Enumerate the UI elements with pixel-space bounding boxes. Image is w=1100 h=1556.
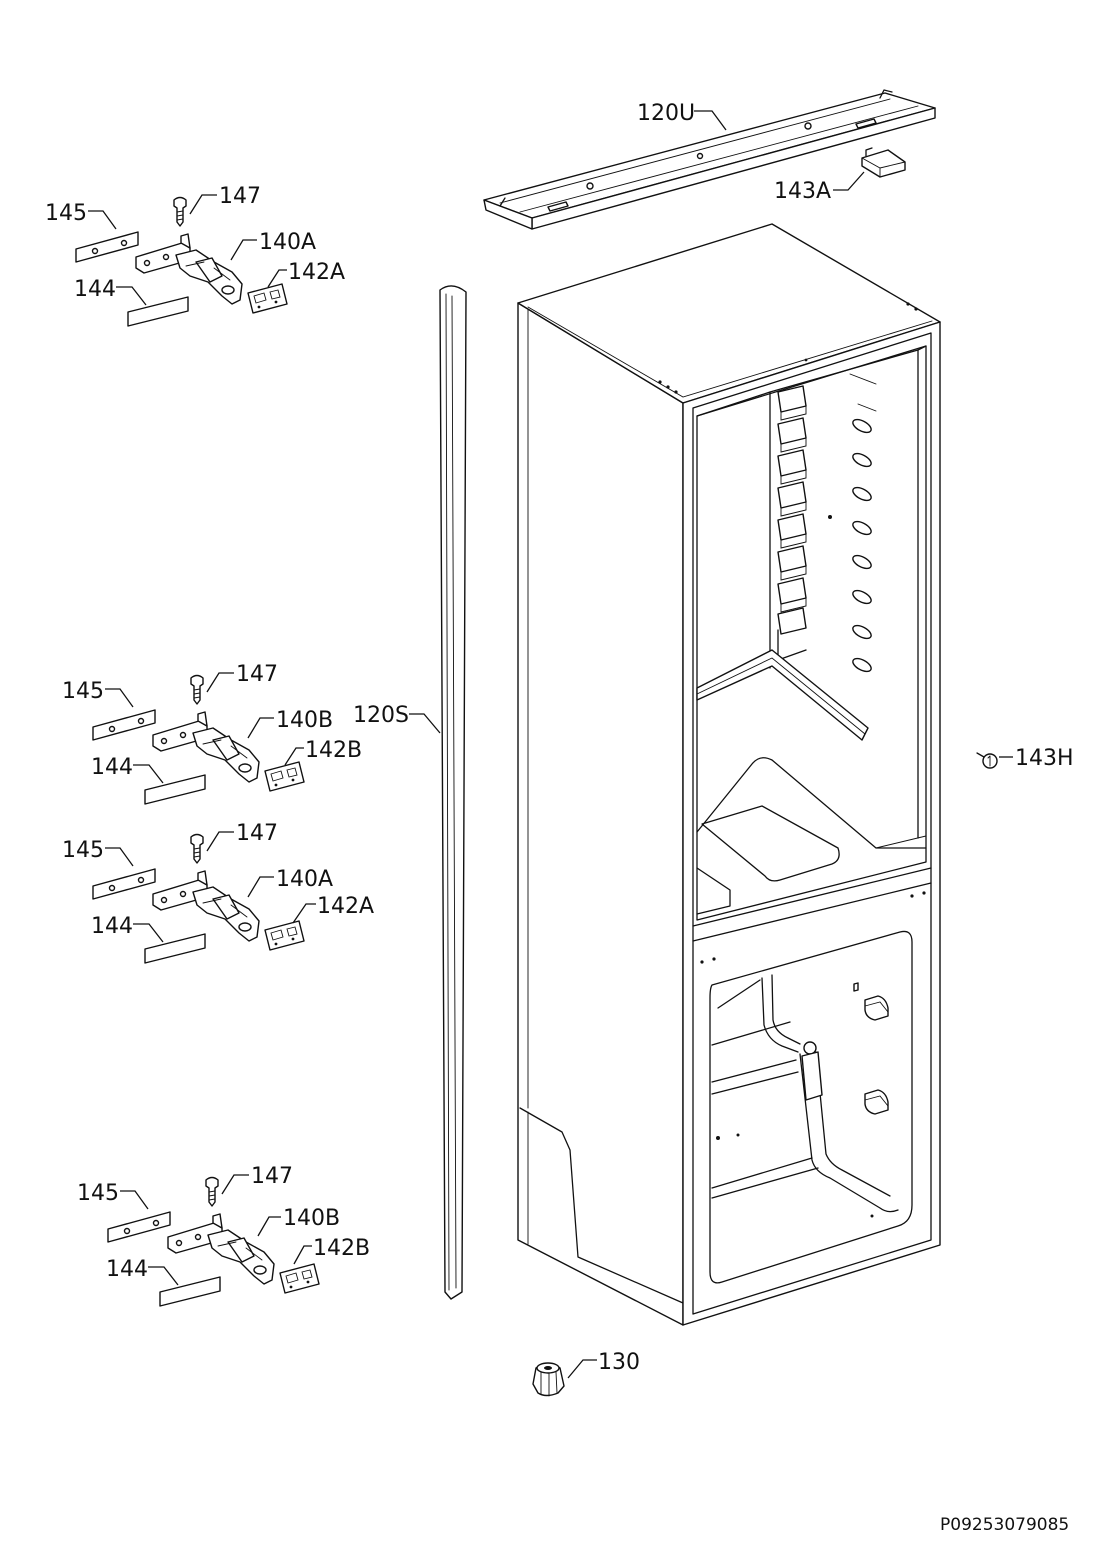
hinge-set-1: 145 147 140A 142A 144	[45, 184, 345, 327]
label-strip: 144	[91, 755, 133, 780]
label-plate: 145	[77, 1181, 119, 1206]
leader-120U	[694, 110, 727, 131]
leader-130	[567, 1359, 597, 1379]
label-plate: 145	[62, 838, 104, 863]
side-seal-part	[439, 285, 467, 1300]
label-cover: 142A	[288, 260, 345, 285]
crisper-cover	[696, 649, 869, 741]
hinge-strip	[159, 1276, 221, 1307]
cabinet-side-panel	[517, 302, 684, 1326]
label-130: 130	[598, 1350, 640, 1375]
label-cover: 142B	[313, 1236, 370, 1261]
hinge-plate	[107, 1211, 171, 1243]
label-cover: 142B	[305, 738, 362, 763]
cabinet-body	[517, 223, 941, 1326]
label-hinge: 140A	[276, 867, 333, 892]
hinge-screw	[190, 833, 204, 864]
shelf-supports-left	[777, 385, 807, 661]
hinge-screw	[190, 674, 204, 705]
label-120U: 120U	[637, 101, 695, 126]
label-plate: 145	[45, 201, 87, 226]
hinge-screw	[173, 196, 187, 227]
hinge-strip	[127, 296, 189, 327]
label-hinge: 140A	[259, 230, 316, 255]
hinge-plate	[92, 868, 156, 900]
leader-143A	[833, 171, 865, 191]
label-hinge: 140B	[276, 708, 333, 733]
label-plate: 145	[62, 679, 104, 704]
label-screw: 147	[251, 1164, 293, 1189]
hinge-cover	[264, 761, 305, 792]
drawing-code: P09253079085	[940, 1515, 1069, 1535]
foot-part	[532, 1362, 565, 1397]
hinge-cover	[247, 283, 288, 314]
hinge-screw	[205, 1176, 219, 1207]
hinge-plate	[75, 231, 139, 263]
label-screw: 147	[236, 662, 278, 687]
hinge-bracket	[135, 233, 243, 305]
hinge-cover	[264, 920, 305, 951]
label-cover: 142A	[317, 894, 374, 919]
hinge-bracket	[152, 711, 260, 783]
leader-120S	[409, 713, 441, 734]
label-strip: 144	[74, 277, 116, 302]
cabinet-front	[682, 321, 941, 1326]
hinge-bracket	[152, 870, 260, 942]
hinge-plate	[92, 709, 156, 741]
label-screw: 147	[219, 184, 261, 209]
hinge-set-3: 145 147 140A 142A 144	[62, 821, 374, 964]
label-strip: 144	[106, 1257, 148, 1282]
hinge-strip	[144, 933, 206, 964]
label-hinge: 140B	[283, 1206, 340, 1231]
label-143H: 143H	[1015, 746, 1074, 771]
top-cover-part	[861, 147, 906, 178]
hinge-cover	[279, 1263, 320, 1294]
fridge-compartment	[696, 345, 927, 921]
hinge-bracket	[167, 1213, 275, 1285]
shelf-clips-right	[852, 418, 872, 673]
label-screw: 147	[236, 821, 278, 846]
label-strip: 144	[91, 914, 133, 939]
hinge-set-2: 145 147 140B 142B 144	[62, 662, 362, 805]
label-143A: 143A	[774, 179, 831, 204]
hinge-set-4: 145 147 140B 142B 144	[77, 1164, 370, 1307]
hinge-strip	[144, 774, 206, 805]
freezer-compartment	[709, 930, 913, 1284]
cap-part	[976, 752, 998, 769]
top-rail-part	[483, 89, 936, 230]
label-120S: 120S	[353, 703, 409, 728]
